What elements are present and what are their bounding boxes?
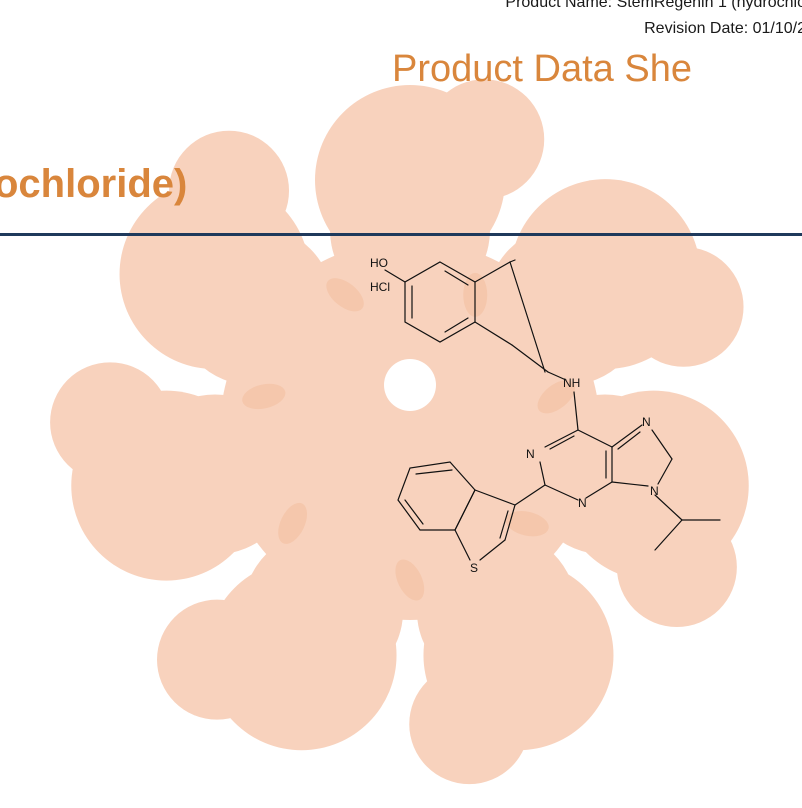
atom-label-hcl: HCl (370, 280, 390, 294)
atom-label-n7: N (642, 415, 651, 429)
atom-label-n9: N (650, 484, 659, 498)
document-title: Product Data She (392, 48, 692, 90)
header-divider (0, 233, 802, 236)
atom-label-nh: NH (563, 376, 580, 390)
atom-label-s: S (470, 561, 478, 575)
compound-title: ochloride) (0, 162, 188, 206)
atom-label-ho: HO (370, 256, 388, 270)
revision-date-text: Revision Date: 01/10/2 (644, 20, 802, 37)
product-name-text: Product Name: StemRegenin 1 (hydrochlo (505, 0, 802, 11)
atom-label-n1: N (526, 447, 535, 461)
atom-label-n3: N (578, 496, 587, 510)
